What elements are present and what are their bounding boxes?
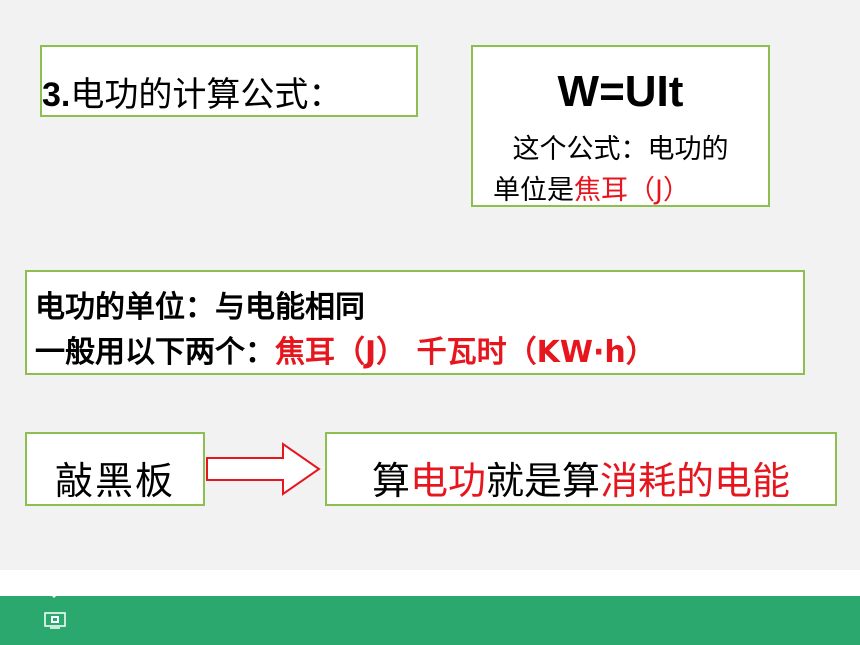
calc-red1: 电功 bbox=[409, 459, 486, 503]
formula-box: W=UIt 这个公式：电功的 单位是焦耳（J） bbox=[471, 45, 770, 207]
right-arrow-icon bbox=[206, 442, 321, 496]
footer-gap bbox=[0, 570, 860, 596]
section-title: 3.电功的计算公式： bbox=[42, 67, 342, 116]
formula-note-unit: 焦耳（J） bbox=[574, 175, 690, 206]
calc-box: 算电功就是算消耗的电能 bbox=[325, 432, 837, 506]
units-line2-units: 焦耳（J） 千瓦时（KW·h） bbox=[275, 335, 656, 370]
section-number: 3. bbox=[42, 76, 71, 114]
formula-note-line2: 单位是焦耳（J） bbox=[493, 168, 690, 207]
units-line2: 一般用以下两个：焦耳（J） 千瓦时（KW·h） bbox=[35, 327, 656, 371]
units-line2-prefix: 一般用以下两个： bbox=[35, 335, 275, 370]
formula-note-line1: 这个公式：电功的 bbox=[512, 134, 729, 165]
calc-statement: 算电功就是算消耗的电能 bbox=[327, 450, 835, 505]
section-title-text: 电功的计算公式： bbox=[70, 75, 343, 115]
title-box: 3.电功的计算公式： bbox=[40, 45, 418, 117]
footer-bar bbox=[0, 596, 860, 645]
calc-red2: 消耗的电能 bbox=[600, 459, 791, 503]
formula: W=UIt bbox=[557, 67, 684, 116]
footer-notch bbox=[38, 582, 70, 598]
units-box: 电功的单位：与电能相同 一般用以下两个：焦耳（J） 千瓦时（KW·h） bbox=[25, 270, 805, 375]
board-box: 敲黑板 bbox=[25, 432, 205, 506]
presentation-icon[interactable] bbox=[44, 612, 66, 629]
calc-part2: 就是算 bbox=[486, 459, 601, 503]
calc-part1: 算 bbox=[371, 459, 410, 503]
formula-note-prefix: 单位是 bbox=[493, 175, 574, 206]
slide: 3.电功的计算公式： W=UIt 这个公式：电功的 单位是焦耳（J） 电功的单位… bbox=[25, 45, 837, 506]
board-label: 敲黑板 bbox=[54, 459, 175, 503]
units-line1: 电功的单位：与电能相同 bbox=[35, 290, 365, 325]
